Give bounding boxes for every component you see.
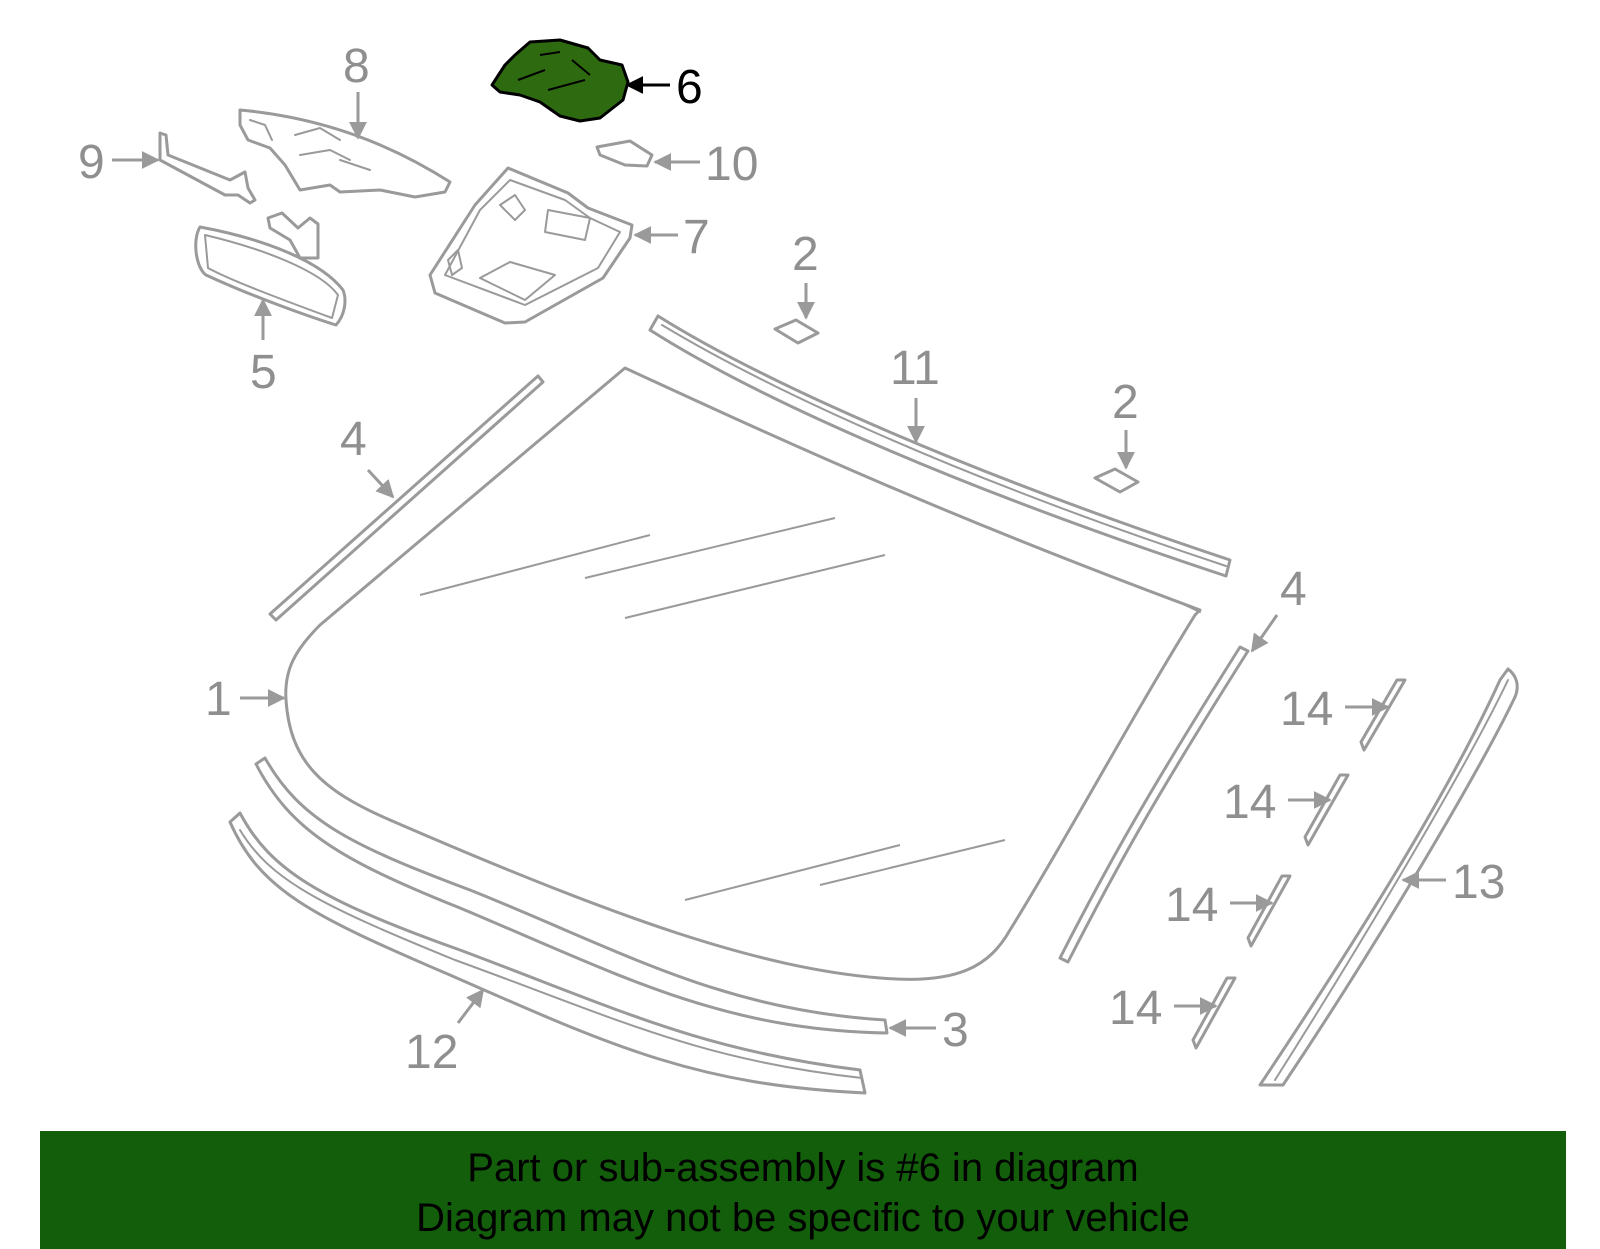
bracket — [158, 131, 257, 205]
callout-3: 3 — [942, 1004, 969, 1057]
side-molding-left — [268, 374, 545, 622]
callout-11: 11 — [890, 342, 940, 395]
callout-5: 5 — [250, 346, 277, 399]
clip-14-d — [1191, 976, 1237, 1050]
callout-8: 8 — [343, 40, 370, 93]
clip-2-right — [1093, 467, 1140, 494]
arrow-4a — [366, 468, 395, 499]
upper-molding — [648, 314, 1232, 578]
callout-14a: 14 — [1280, 683, 1333, 736]
arrow-4b — [1250, 614, 1279, 653]
arrow-12 — [456, 988, 485, 1024]
callout-6[interactable]: 6 — [676, 61, 703, 114]
clip-2-upper — [773, 318, 820, 345]
mirror-cover — [238, 108, 452, 199]
banner-line-1: Part or sub-assembly is #6 in diagram — [467, 1146, 1139, 1190]
callout-4a: 4 — [340, 413, 367, 466]
clip-14-b — [1303, 773, 1350, 847]
side-molding-right — [1058, 645, 1250, 964]
callout-9: 9 — [78, 136, 105, 189]
callout-7: 7 — [683, 211, 710, 264]
callout-13: 13 — [1452, 856, 1505, 909]
callout-10: 10 — [705, 138, 758, 191]
clip-14-a — [1359, 678, 1407, 752]
callout-4b: 4 — [1280, 563, 1307, 616]
info-banner: Part or sub-assembly is #6 in diagram Di… — [40, 1131, 1566, 1249]
lower-molding-inner — [254, 756, 889, 1035]
camera-bracket-highlighted — [490, 38, 630, 123]
callout-14c: 14 — [1165, 879, 1218, 932]
callout-14d: 14 — [1109, 982, 1162, 1035]
rear-view-mirror — [194, 211, 347, 327]
callout-2b: 2 — [1112, 376, 1139, 429]
callout-12: 12 — [405, 1026, 458, 1079]
windshield-glass — [284, 366, 1202, 981]
callout-2a: 2 — [792, 228, 819, 281]
banner-line-2: Diagram may not be specific to your vehi… — [416, 1196, 1190, 1240]
callout-1: 1 — [205, 673, 232, 726]
callout-14b: 14 — [1223, 776, 1276, 829]
lower-molding-outer — [228, 811, 867, 1095]
small-clip — [595, 139, 654, 168]
sensor-housing — [428, 166, 634, 325]
pillar-molding — [1258, 667, 1519, 1087]
clip-14-c — [1246, 874, 1292, 948]
